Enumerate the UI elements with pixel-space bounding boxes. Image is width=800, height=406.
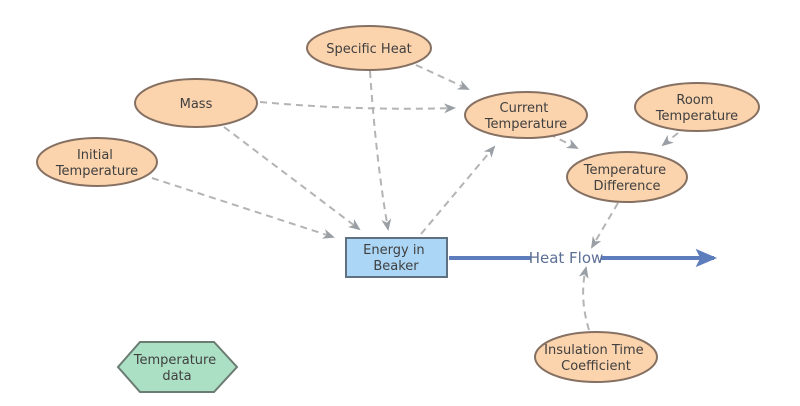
- connectors: [151, 64, 679, 331]
- node-specific-heat[interactable]: Specific Heat: [306, 25, 432, 71]
- room-temperature-label: Room Temperature: [655, 93, 738, 124]
- temperature-difference-shape[interactable]: [566, 151, 688, 203]
- temperature-data-label: Temperature data: [133, 353, 221, 384]
- insulation-time-coefficient-label: Insulation Time Coefficient: [544, 343, 648, 374]
- node-temperature-difference[interactable]: Temperature Difference: [566, 151, 688, 203]
- node-temperature-data[interactable]: Temperature data: [116, 341, 239, 393]
- current-temperature-shape[interactable]: [464, 91, 588, 139]
- mass-label: Mass: [180, 97, 213, 112]
- initial-temperature-label: Initial Temperature: [55, 148, 138, 179]
- connector-specific-heat-to-energy-in-beaker[interactable]: [369, 70, 392, 231]
- energy-in-beaker-shape[interactable]: [345, 237, 448, 278]
- room-temperature-shape[interactable]: [634, 82, 760, 132]
- initial-temperature-shape[interactable]: [36, 137, 158, 187]
- node-insulation-time-coefficient[interactable]: Insulation Time Coefficient: [534, 331, 658, 383]
- node-initial-temperature[interactable]: Initial Temperature: [36, 137, 158, 187]
- node-room-temperature[interactable]: Room Temperature: [634, 82, 760, 132]
- connector-initial-temperature-to-energy-in-beaker[interactable]: [151, 177, 335, 239]
- node-energy-in-beaker[interactable]: Energy in Beaker: [345, 237, 448, 278]
- node-current-temperature[interactable]: Current Temperature: [464, 91, 588, 139]
- node-mass[interactable]: Mass: [134, 78, 258, 128]
- connector-energy-in-beaker-to-current-temperature[interactable]: [420, 145, 496, 235]
- connector-temperature-difference-to-heat-flow[interactable]: [590, 202, 619, 249]
- heat-flow: Heat Flow: [449, 248, 718, 268]
- temperature-data-shape[interactable]: [116, 341, 239, 393]
- connector-specific-heat-to-current-temperature[interactable]: [415, 64, 470, 90]
- insulation-time-coefficient-shape[interactable]: [534, 331, 658, 383]
- specific-heat-shape[interactable]: [306, 25, 432, 71]
- energy-in-beaker-label: Energy in Beaker: [363, 243, 429, 274]
- connector-insulation-time-coefficient-to-heat-flow[interactable]: [578, 266, 590, 331]
- connector-mass-to-energy-in-beaker[interactable]: [223, 126, 361, 231]
- heat-flow-label[interactable]: Heat Flow: [529, 249, 604, 267]
- current-temperature-label: Current Temperature: [484, 101, 567, 132]
- connector-room-temperature-to-temperature-difference[interactable]: [661, 132, 679, 147]
- specific-heat-label: Specific Heat: [326, 42, 412, 57]
- temperature-difference-label: Temperature Difference: [583, 163, 671, 194]
- connector-mass-to-current-temperature[interactable]: [259, 101, 456, 114]
- mass-shape[interactable]: [134, 78, 258, 128]
